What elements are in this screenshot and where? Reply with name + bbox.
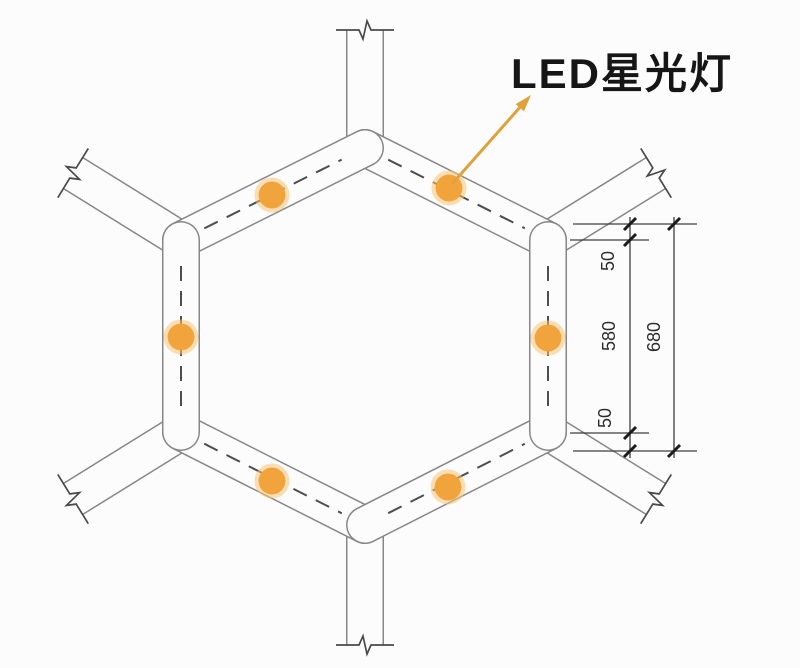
extension-tube-upper-left-fill [63, 158, 191, 255]
callout-arrow [450, 95, 531, 185]
extension-tubes [62, 30, 667, 645]
led-lights [163, 170, 566, 505]
pipe-break-icon-lower-right [639, 473, 673, 525]
led-light-dot [530, 320, 566, 356]
dimension-tick [622, 216, 638, 232]
dimension-annotation: 50 580 680 50 [570, 216, 697, 459]
extension-tube-upper-right-fill [538, 158, 666, 255]
callout-label: LED星光灯 [511, 50, 734, 97]
pipe-break-icon-upper-right [640, 147, 673, 199]
led-light-dot [163, 319, 199, 355]
dimension-value-top-offset: 50 [598, 251, 618, 271]
hexagon-edge-tubes [162, 129, 567, 544]
dimension-tick [622, 443, 638, 459]
dimension-value-overall-span: 680 [644, 322, 664, 352]
led-light-dot [254, 463, 290, 499]
dimension-value-bottom-offset: 50 [595, 408, 615, 428]
pipe-break-icon-bottom [336, 633, 394, 657]
arrow-head-icon [515, 95, 531, 112]
extension-tube-lower-right-fill [538, 417, 666, 514]
arrow-shaft [450, 104, 524, 185]
dimension-value-center-span: 580 [599, 321, 619, 351]
extension-tube-lower-left-fill [63, 417, 191, 514]
dimension-tick [666, 443, 682, 459]
dimension-tick [622, 425, 638, 441]
pipe-break-icon-lower-left [57, 473, 90, 525]
dimension-tick [666, 216, 682, 232]
pipe-break-symbols [57, 18, 673, 657]
led-light-dot [254, 177, 290, 213]
led-light-dot [430, 469, 466, 505]
dimension-tick [622, 232, 638, 248]
pipe-break-icon-upper-left [57, 147, 90, 199]
pipe-break-icon-top [336, 18, 394, 42]
